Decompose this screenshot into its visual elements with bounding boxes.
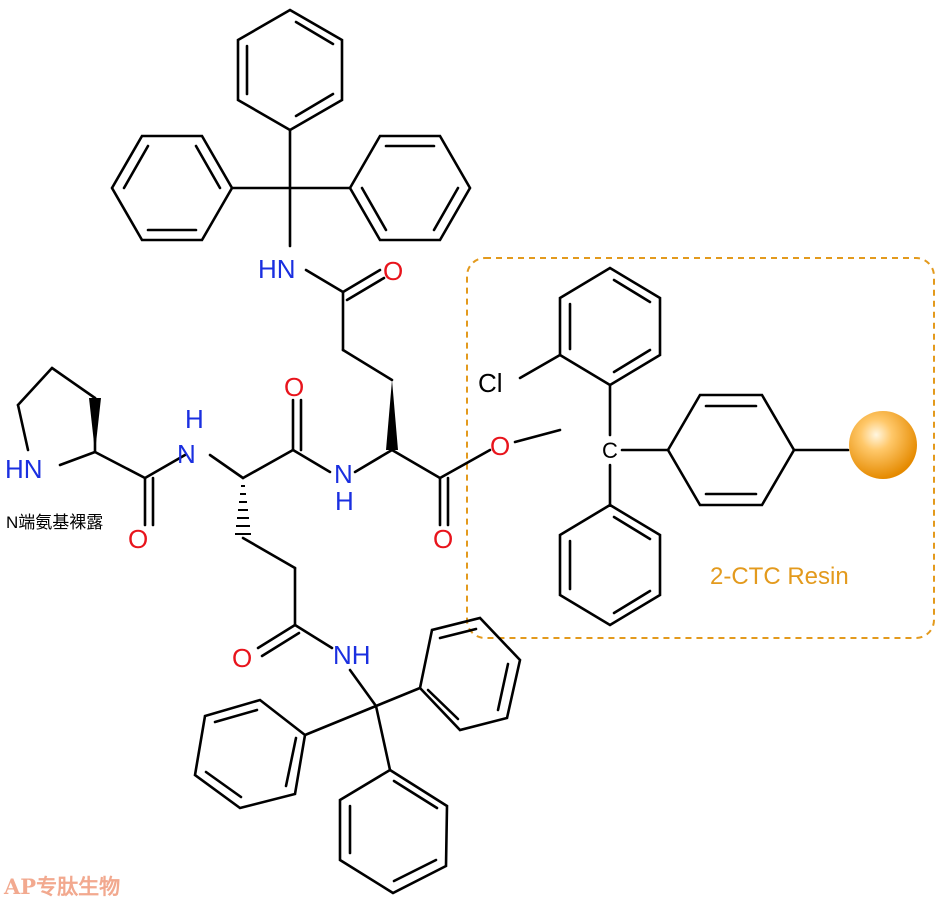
- sidechain-bottom-o-label: O: [232, 643, 252, 673]
- company-watermark: AP专肽生物: [3, 874, 120, 899]
- top-sidechain: [304, 268, 492, 527]
- bottom-trityl-group: [193, 616, 522, 895]
- pro-nh-label: HN: [5, 454, 43, 484]
- resin-label: 2-CTC Resin: [710, 563, 849, 590]
- proline-residue: [16, 366, 187, 527]
- n-terminus-caption: N端氨基裸露: [6, 513, 103, 532]
- amide-h-top-label: H: [185, 404, 204, 434]
- ester-o-label: O: [490, 431, 510, 461]
- mid-amide-n-label: N: [334, 459, 353, 489]
- amide-n-label: N: [177, 439, 196, 469]
- central-carbon-label: C: [602, 438, 618, 463]
- resin-bead: [849, 411, 917, 479]
- gln-carbonyl-o-label: O: [284, 372, 304, 402]
- top-trityl-group: [110, 8, 472, 248]
- ester-carbonyl-o-label: O: [433, 524, 453, 554]
- resin-box: [466, 257, 935, 639]
- top-trityl-hn-label: HN: [258, 254, 296, 284]
- mid-amide-h-label: H: [335, 486, 354, 516]
- middle-backbone: [208, 398, 334, 658]
- ctc-resin-moiety: [513, 266, 850, 627]
- chlorine-label: Cl: [478, 368, 503, 398]
- pro-carbonyl-o-label: O: [128, 524, 148, 554]
- sidechain-top-o-label: O: [383, 256, 403, 286]
- bottom-trityl-nh-label: NH: [333, 640, 371, 670]
